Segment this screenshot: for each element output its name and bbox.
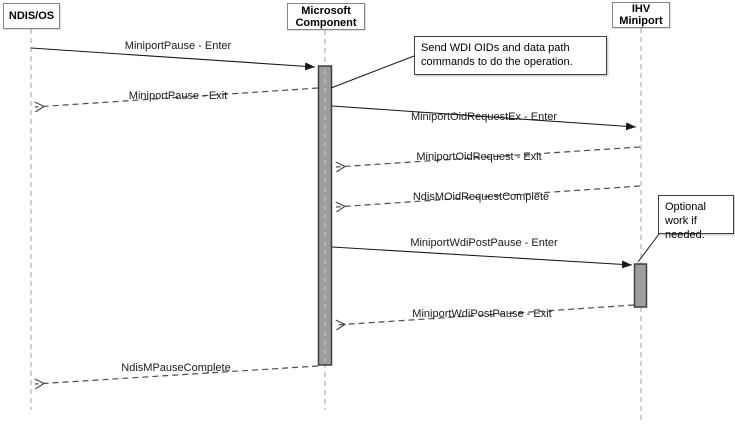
- message-line-ndismoidrequestcomplete: [336, 185, 641, 207]
- message-line-miniportoidrequest-exit: [336, 146, 641, 167]
- message-line-miniportwdipostpause-enter: [331, 246, 633, 269]
- message-label-miniportwdipostpause-enter: MiniportWdiPostPause - Enter: [410, 237, 558, 249]
- message-line-miniportpause-enter: [30, 47, 316, 71]
- note-pointer-optional-work: [637, 233, 660, 263]
- message-label-ndismoidrequestcomplete: NdisMOidRequestComplete: [412, 191, 550, 203]
- message-line-miniportpause-exit: [35, 87, 319, 107]
- note-optional-work: Optional work if needed.: [658, 195, 734, 241]
- lifeline-header-microsoft-component: Microsoft Component: [287, 3, 365, 30]
- lifeline-header-ihv-miniport: IHV Miniport: [612, 2, 670, 28]
- message-label-ndismpausecomplete: NdisMPauseComplete: [121, 362, 231, 374]
- activation-bar-ihv-miniport: [633, 263, 648, 308]
- message-label-miniportwdipostpause-exit: MiniportWdiPostPause - Exit: [412, 308, 552, 320]
- message-label-miniportpause-exit: MiniportPause - Exit: [128, 90, 228, 102]
- message-line-miniportoidrequestex-enter: [331, 105, 637, 131]
- note-send-wdi-oids: Send WDI OIDs and data path commands to …: [414, 36, 607, 75]
- message-label-miniportpause-enter: MiniportPause - Enter: [124, 40, 232, 52]
- message-label-miniportoidrequest-exit: MiniportOidRequest - Exit: [416, 151, 542, 163]
- lifeline-header-ndis-os: NDIS/OS: [3, 3, 60, 29]
- message-label-miniportoidrequestex-enter: MiniportOidRequestEx - Enter: [410, 111, 558, 123]
- message-line-ndismpausecomplete: [35, 365, 319, 384]
- note-pointer-send-wdi-oids: [330, 55, 415, 89]
